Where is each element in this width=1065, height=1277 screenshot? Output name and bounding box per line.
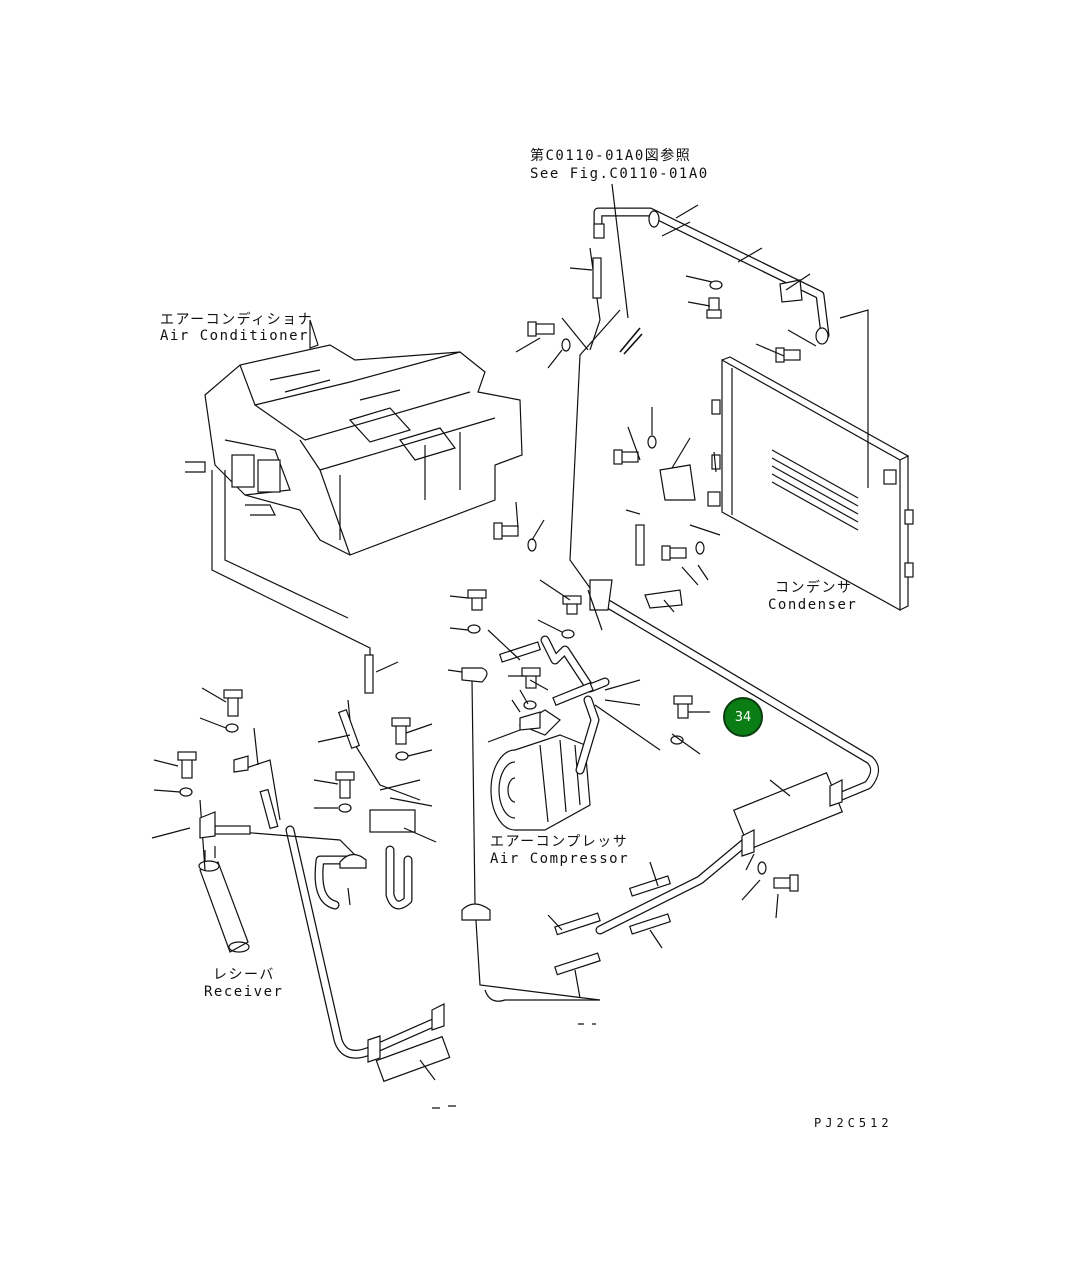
air-compressor-unit (490, 709, 591, 831)
callout-badge-34[interactable]: 34 (723, 697, 763, 737)
condenser-unit (707, 309, 914, 612)
air-conditioner-label-en: Air Conditioner (160, 328, 309, 344)
refrigerant-pipes (285, 207, 879, 1059)
receiver-label-en: Receiver (204, 984, 284, 1000)
hose-fittings (214, 257, 844, 1083)
bolts (177, 223, 801, 892)
air-conditioner-label-jp: エアーコンディショナ (160, 312, 314, 328)
reference-note-jp: 第C0110-01A0図参照 (530, 148, 692, 164)
air-compressor-label-jp: エアーコンプレッサ (490, 834, 629, 850)
receiver-label-jp: レシーバ (213, 967, 275, 983)
clamps (199, 279, 843, 1063)
reference-note-en[interactable]: See Fig.C0110-01A0 (530, 166, 709, 182)
condenser-label-en: Condenser (768, 597, 858, 613)
condenser-label-jp: コンデンサ (775, 580, 853, 596)
drawing-code: PJ2C512 (814, 1116, 893, 1130)
receiver-unit (198, 846, 250, 953)
leader-lines (151, 183, 817, 1109)
air-compressor-label-en: Air Compressor (490, 851, 630, 867)
air-conditioner-unit (185, 319, 523, 556)
